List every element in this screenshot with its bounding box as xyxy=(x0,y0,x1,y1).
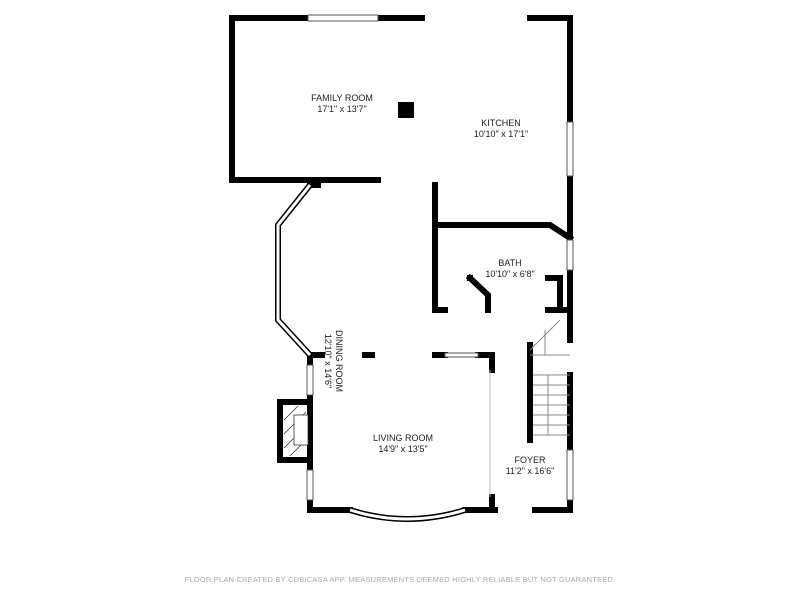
room-size: 14'9" x 13'5" xyxy=(378,444,428,454)
room-size: 12'10" x 14'6" xyxy=(323,333,333,389)
room-name: BATH xyxy=(498,258,522,268)
stairs xyxy=(529,319,570,436)
room-name: LIVING ROOM xyxy=(372,433,434,443)
room-name: KITCHEN xyxy=(481,118,521,128)
chimney-column xyxy=(398,102,414,118)
walls xyxy=(229,15,575,513)
room-name: FAMILY ROOM xyxy=(311,93,373,103)
room-size: 10'10" x 6'8" xyxy=(485,269,535,279)
fireplace-hatch xyxy=(283,405,309,457)
room-name: FOYER xyxy=(514,455,546,465)
windows xyxy=(275,14,574,522)
room-name: DINING ROOM xyxy=(334,330,344,392)
room-size: 17'1" x 13'7" xyxy=(317,104,367,114)
room-size: 11'2" x 16'6" xyxy=(505,466,555,476)
room-size: 10'10" x 17'1" xyxy=(473,129,529,139)
disclaimer-footer: FLOOR PLAN CREATED BY CUBICASA APP. MEAS… xyxy=(184,575,616,584)
